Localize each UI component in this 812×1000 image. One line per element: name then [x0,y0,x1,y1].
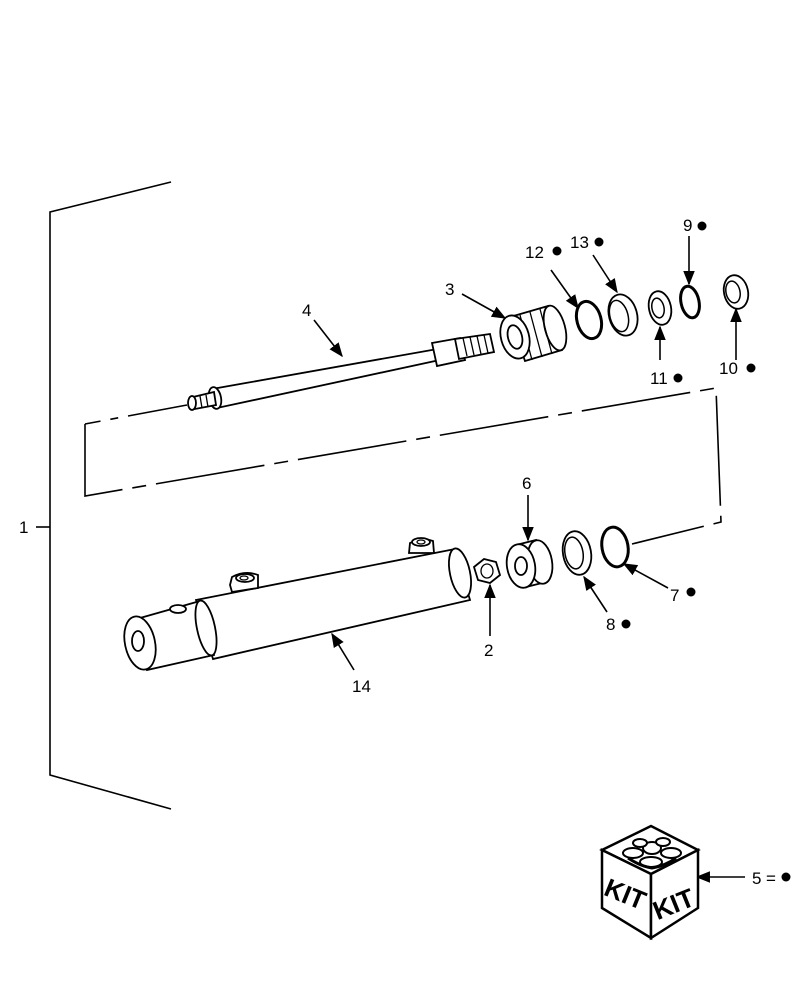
piston-rod [187,332,496,411]
assembly-bracket [36,181,172,810]
gland [505,538,554,589]
callout-9: 9 [683,216,692,235]
seal-8 [561,530,593,576]
kit-dot-8 [621,619,631,629]
callout-14: 14 [352,677,371,696]
kit-dot-11 [673,373,683,383]
cylinder-barrel [123,537,472,672]
kit-dot-12 [552,246,562,256]
seal-13 [607,293,639,337]
callout-4: 4 [302,301,311,320]
callout-12: 12 [525,243,544,262]
callout-13: 13 [570,233,589,252]
alignment-dash-lines [84,387,722,545]
callout-2: 2 [484,641,493,660]
seal-11 [647,290,673,326]
callout-labels: 1 2 3 4 5 6 7 8 9 10 11 12 13 14 = [19,216,776,888]
kit-box-icon: KIT KIT [599,824,701,941]
leader-lines [313,236,745,883]
kit-dot-10 [746,363,756,373]
callout-10: 10 [719,359,738,378]
kit-dot-5 [781,872,791,882]
seal-12 [574,299,604,341]
callout-6: 6 [522,474,531,493]
callout-8: 8 [606,615,615,634]
seal-9 [679,284,701,320]
nut [472,558,502,584]
seal-10 [722,274,750,310]
kit-dot-9 [697,221,707,231]
callout-11: 11 [650,369,668,388]
piston [499,304,568,363]
legend-equals-sign: = [766,869,776,888]
callout-7: 7 [670,586,679,605]
callout-3: 3 [445,280,454,299]
kit-dot-13 [594,237,604,247]
kit-marker-dots [552,221,791,882]
seal-7 [600,525,630,569]
callout-5: 5 [752,869,761,888]
kit-dot-7 [686,587,696,597]
callout-1: 1 [19,518,28,537]
